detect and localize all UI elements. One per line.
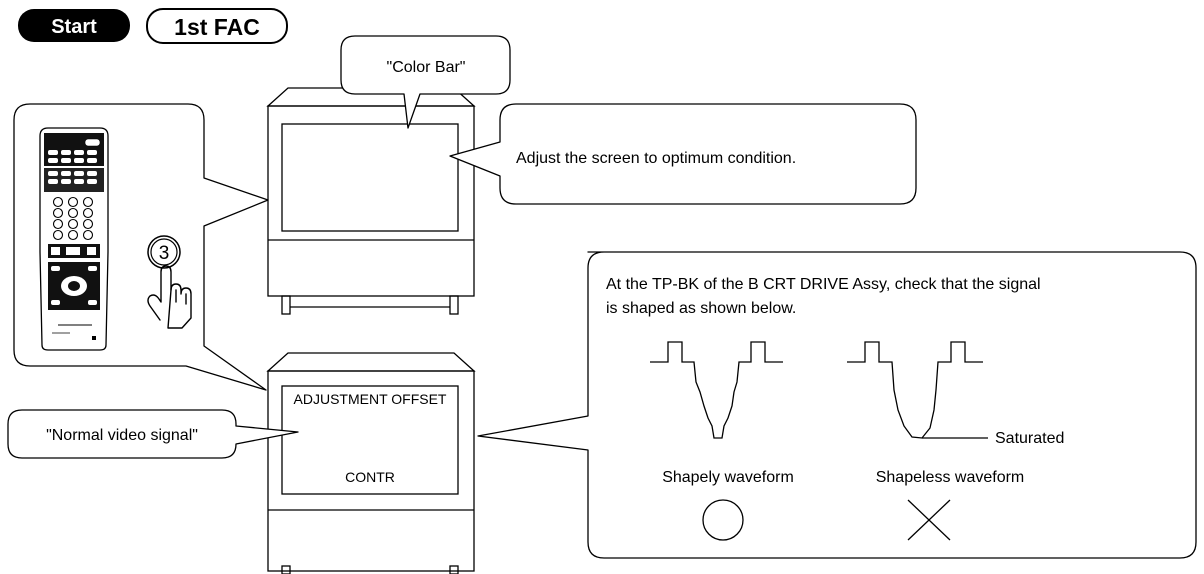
adjust-screen-callout <box>449 103 917 205</box>
color-bar-callout <box>340 35 511 129</box>
step-number: 3 <box>159 243 170 264</box>
shapely-waveform <box>650 341 783 439</box>
ok-circle-mark <box>702 499 744 541</box>
normal-video-label: "Normal video signal" <box>46 427 198 444</box>
check-instruction-line1: At the TP-BK of the B CRT DRIVE Assy, ch… <box>606 276 1041 293</box>
start-badge: Start <box>18 9 130 42</box>
shapeless-waveform <box>847 341 983 439</box>
osd-menu-item: CONTR <box>345 469 395 485</box>
start-label: Start <box>51 16 97 38</box>
color-bar-label: "Color Bar" <box>387 59 466 76</box>
ng-cross-mark <box>907 499 951 541</box>
saturated-label: Saturated <box>995 430 1064 447</box>
upper-monitor <box>266 87 476 315</box>
osd-menu-title: ADJUSTMENT OFFSET <box>294 391 447 407</box>
fac-label: 1st FAC <box>174 14 260 40</box>
shapely-caption: Shapely waveform <box>662 469 794 486</box>
finger-press-icon <box>147 265 192 329</box>
adjust-screen-text: Adjust the screen to optimum condition. <box>516 150 796 167</box>
normal-video-callout <box>7 409 299 459</box>
step-number-circle <box>147 235 181 269</box>
shapeless-caption: Shapeless waveform <box>876 469 1025 486</box>
lower-monitor <box>266 352 476 574</box>
check-instruction-line2: is shaped as shown below. <box>606 300 796 317</box>
fac-badge: 1st FAC <box>146 8 288 44</box>
waveform-check-callout <box>477 251 1197 559</box>
remote-control <box>39 127 109 351</box>
